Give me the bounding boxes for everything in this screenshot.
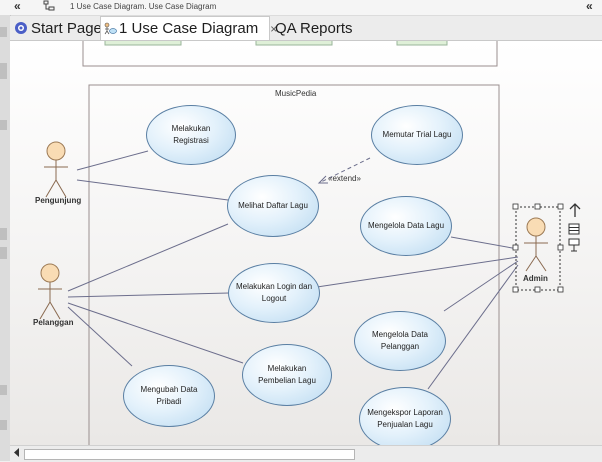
package-frame	[82, 41, 498, 67]
actor-pengunjung-label: Pengunjung	[35, 196, 82, 205]
toolbar: « 1 Use Case Diagram. Use Case Diagram «	[0, 0, 602, 16]
diagram-path: 1 Use Case Diagram. Use Case Diagram	[70, 2, 217, 11]
tab-use-case-diagram[interactable]: 1 Use Case Diagram ×	[100, 16, 277, 40]
usecase-melakukan-registrasi[interactable]: Melakukan Registrasi	[146, 105, 236, 165]
scroll-left-icon[interactable]	[14, 448, 20, 459]
horizontal-scrollbar[interactable]	[10, 445, 602, 462]
package-element	[255, 41, 333, 46]
extend-arrowhead	[317, 175, 328, 184]
tab-label: Start Page	[31, 19, 102, 37]
collapse-left-icon[interactable]: «	[14, 0, 21, 13]
panel-marker	[0, 228, 7, 240]
system-boundary	[88, 84, 500, 445]
tab-bar: Start Page 1 Use Case Diagram × QA Repor…	[10, 16, 602, 41]
actor-admin-label: Admin	[523, 274, 548, 283]
actor-admin-figure[interactable]	[512, 203, 564, 293]
actor-pelanggan-figure[interactable]	[38, 263, 62, 320]
boundary-title: MusicPedia	[275, 89, 317, 98]
close-icon[interactable]: ×	[270, 21, 278, 36]
association-line	[67, 223, 229, 292]
tab-label: 1 Use Case Diagram	[119, 20, 259, 37]
association-line	[67, 306, 133, 367]
usecase-melihat-daftar-lagu[interactable]: Melihat Daftar Lagu	[227, 175, 319, 237]
usecase-melakukan-pembelian-lagu[interactable]: Melakukan Pembelian Lagu	[242, 344, 332, 406]
collapse-right-icon[interactable]: «	[586, 0, 593, 13]
association-line	[427, 264, 519, 390]
usecase-mengelola-data-pelanggan[interactable]: Mengelola Data Pelanggan	[354, 311, 446, 371]
tab-qa-reports[interactable]: QA Reports	[275, 16, 353, 40]
panel-marker	[0, 120, 7, 130]
tab-start-page[interactable]: Start Page	[14, 16, 102, 40]
usecase-memutar-trial-lagu[interactable]: Memutar Trial Lagu	[371, 105, 463, 165]
panel-marker	[0, 420, 7, 430]
actor-pengunjung-figure[interactable]	[44, 141, 68, 198]
usecase-mengekspor-laporan[interactable]: Mengekspor Laporan Penjualan Lagu	[359, 387, 451, 445]
structure-icon[interactable]	[43, 0, 55, 16]
usecase-mengubah-data-pribadi[interactable]: Mengubah Data Pribadi	[123, 365, 215, 427]
link-icon[interactable]	[568, 238, 580, 252]
panel-marker	[0, 385, 7, 395]
package-element	[396, 41, 448, 46]
association-line	[443, 260, 519, 312]
diagram-icon	[103, 22, 117, 36]
list-icon[interactable]	[568, 223, 580, 235]
panel-marker	[0, 27, 7, 37]
panel-marker	[0, 63, 7, 79]
association-line	[76, 150, 149, 171]
association-line	[67, 292, 230, 298]
association-line	[67, 302, 244, 364]
panel-marker	[0, 247, 7, 259]
usecase-mengelola-data-lagu[interactable]: Mengelola Data Lagu	[360, 196, 452, 256]
start-page-icon	[14, 21, 28, 35]
association-line	[316, 256, 519, 288]
arrow-up-icon[interactable]	[569, 203, 581, 217]
association-line	[76, 179, 229, 201]
extend-line	[318, 157, 371, 184]
tab-label: QA Reports	[275, 19, 353, 37]
actor-pelanggan-label: Pelanggan	[33, 318, 74, 327]
extend-label: «extend»	[328, 174, 361, 183]
package-element	[104, 41, 182, 46]
scrollbar-thumb[interactable]	[24, 449, 355, 460]
association-line	[450, 236, 519, 250]
diagram-canvas[interactable]: MusicPedia «extend» Pengunjung Pelanggan…	[10, 41, 602, 445]
usecase-melakukan-login-logout[interactable]: Melakukan Login dan Logout	[228, 263, 320, 323]
diagram-lines	[38, 41, 581, 445]
